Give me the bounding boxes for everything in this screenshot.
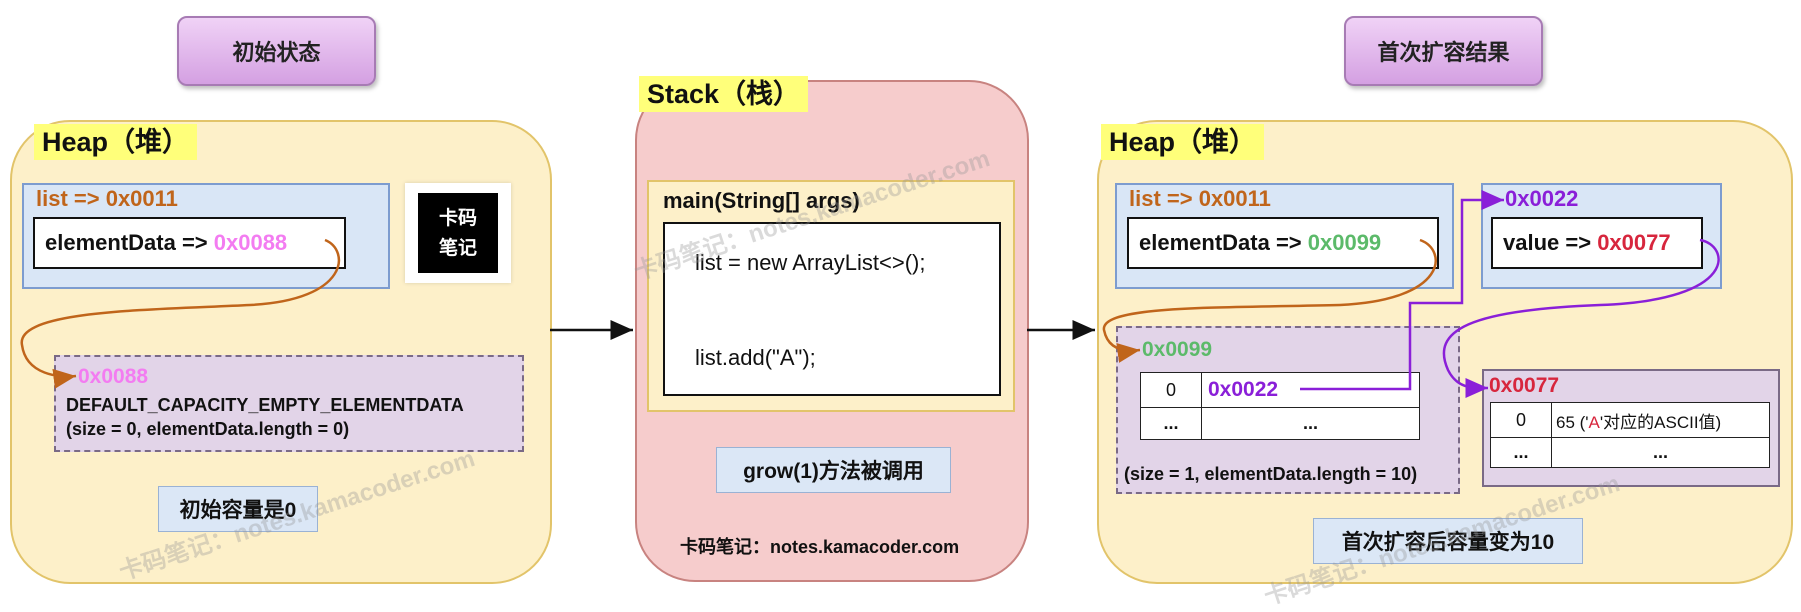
- left-caption: 初始容量是0: [158, 486, 318, 532]
- char-array-index-0: 0: [1490, 402, 1552, 438]
- main-method: main(String[] args): [663, 188, 860, 213]
- element-array-addr: 0x0099: [1142, 338, 1213, 361]
- stack-caption: grow(1)方法被调用: [716, 447, 951, 493]
- arrow-right-element-data: [1102, 238, 1437, 363]
- left-element-data-box: elementData => 0x0088: [33, 217, 346, 269]
- element-array-info: (size = 1, elementData.length = 10): [1124, 464, 1418, 484]
- right-element-data-box: elementData => 0x0099: [1127, 217, 1439, 269]
- code-line-1: list = new ArrayList<>();: [695, 250, 926, 275]
- title-initial-state-text: 初始状态: [232, 40, 321, 65]
- logo-line-2: 笔记: [438, 237, 477, 259]
- value-box: value => 0x0077: [1491, 217, 1703, 269]
- element-array-index-0: 0: [1140, 371, 1202, 409]
- left-heap-label: Heap（堆）: [34, 124, 198, 160]
- char-value-post: '对应的ASCII值): [1599, 412, 1722, 432]
- right-element-data-addr: 0x0099: [1307, 230, 1382, 255]
- right-element-data-prefix: elementData =>: [1139, 230, 1308, 255]
- stack-footer: 卡码笔记：notes.kamacoder.com: [680, 537, 960, 557]
- code-box: [663, 222, 1001, 396]
- element-array-value-0-text: 0x0022: [1208, 378, 1279, 402]
- char-array-table: 0 65 ('A'对应的ASCII值) ... ...: [1490, 402, 1770, 468]
- left-empty-array: [54, 355, 524, 452]
- logo: 卡码 笔记: [405, 183, 511, 283]
- right-list-ref: list => 0x0011: [1129, 186, 1271, 211]
- left-array-info: (size = 0, elementData.length = 0): [66, 419, 350, 439]
- char-array-addr: 0x0077: [1489, 374, 1560, 397]
- right-heap-label: Heap（堆）: [1101, 124, 1265, 160]
- char-value-pre: 65 (': [1556, 412, 1589, 432]
- left-element-data-addr: 0x0088: [213, 230, 288, 255]
- left-element-data-prefix: elementData =>: [45, 230, 214, 255]
- char-value-char: A: [1588, 412, 1600, 432]
- arrow-array-to-object: [1300, 190, 1504, 391]
- arrow-left-element-data: [20, 238, 341, 389]
- code-line-2: list.add("A");: [695, 345, 816, 370]
- left-array-name: DEFAULT_CAPACITY_EMPTY_ELEMENTDATA: [66, 395, 464, 415]
- logo-line-1: 卡码: [438, 207, 477, 229]
- left-list-ref: list => 0x0011: [36, 186, 178, 211]
- title-initial-state: 初始状态: [177, 16, 376, 86]
- char-array-value-1: ...: [1551, 437, 1770, 468]
- left-array-addr: 0x0088: [78, 365, 149, 388]
- table-row: ... ...: [1140, 407, 1420, 440]
- right-caption: 首次扩容后容量变为10: [1313, 518, 1583, 564]
- arrow-value-to-chars: [1442, 238, 1720, 399]
- stack-label: Stack（栈）: [639, 76, 809, 112]
- title-first-expansion-text: 首次扩容结果: [1377, 40, 1510, 65]
- element-array-value-1: ...: [1201, 407, 1420, 440]
- string-object-addr: 0x0022: [1505, 186, 1579, 211]
- value-addr: 0x0077: [1597, 230, 1671, 255]
- table-row: ... ...: [1490, 437, 1770, 468]
- value-prefix: value =>: [1503, 230, 1598, 255]
- title-first-expansion: 首次扩容结果: [1344, 16, 1543, 86]
- connectors: [20, 190, 1720, 399]
